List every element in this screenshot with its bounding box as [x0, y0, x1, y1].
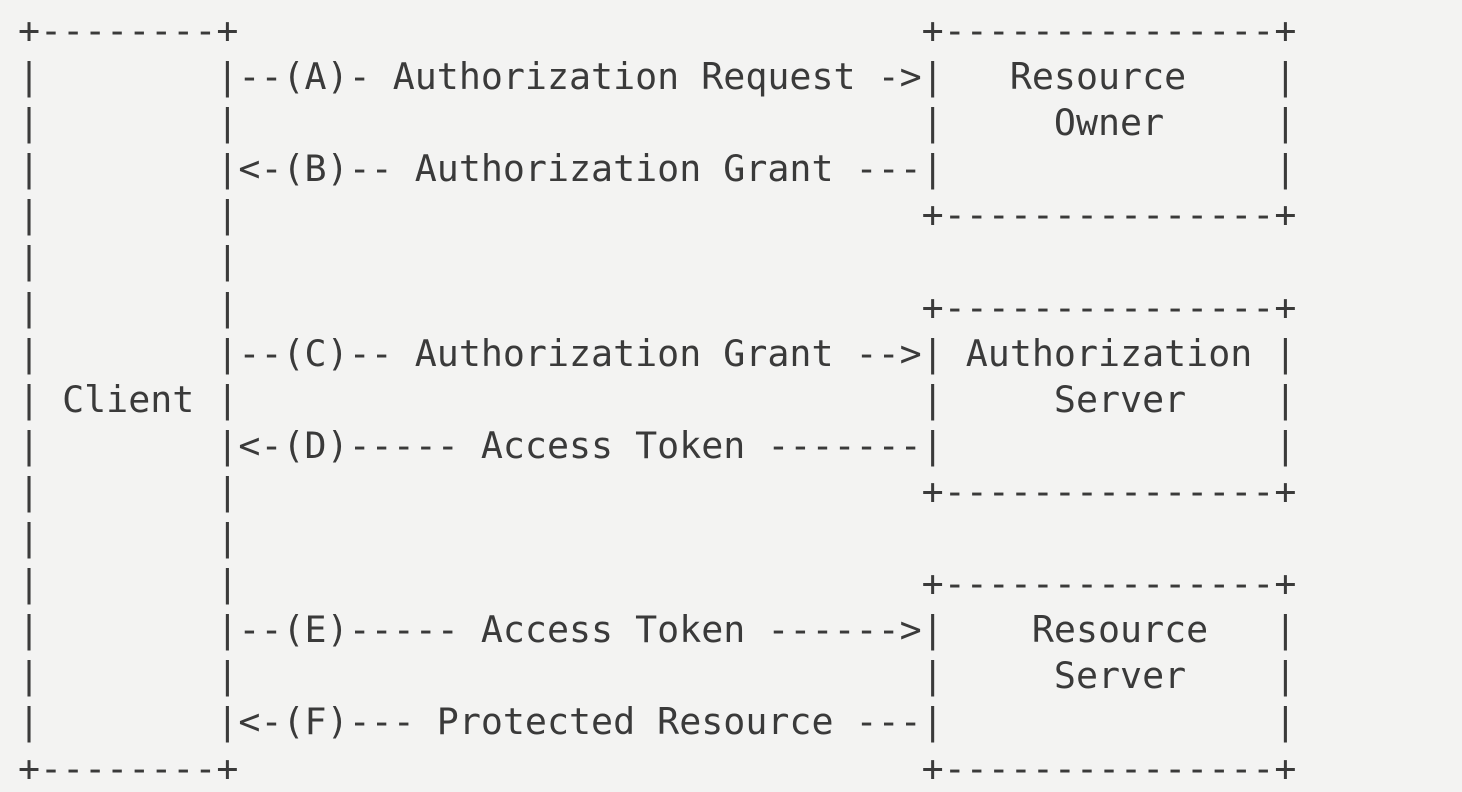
oauth2-abstract-protocol-flow-diagram: +--------+ +---------------+ | |--(A)- A…	[18, 9, 1297, 790]
